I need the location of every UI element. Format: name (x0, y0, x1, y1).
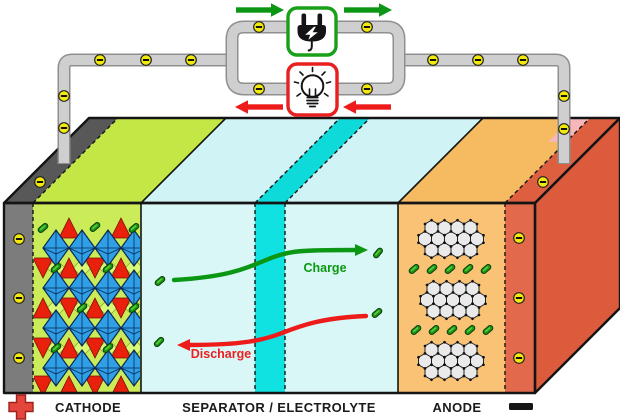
bottom-labels: CATHODE SEPARATOR / ELECTROLYTE ANODE (8, 394, 533, 420)
discharge-arrow (185, 313, 369, 348)
charge-arrowhead (355, 244, 368, 256)
light-bulb-icon (293, 66, 332, 108)
battery-top-face (4, 117, 620, 204)
power-plug-lightning-icon (297, 13, 326, 52)
charge-arrow (171, 247, 359, 283)
electrolyte-left (141, 203, 255, 393)
load-box (286, 62, 339, 117)
cathode-label: CATHODE (55, 400, 121, 415)
discharge-arrowhead (177, 339, 190, 351)
charge-current-arrow-left (236, 3, 284, 17)
discharge-current-arrow-left (235, 100, 283, 114)
charge-label: Charge (303, 261, 346, 275)
electrolyte-right (285, 203, 398, 393)
separator-membrane (255, 203, 285, 393)
charge-current-arrow-right (344, 3, 392, 17)
cathode-crystal-pattern (34, 217, 140, 392)
plus-icon (8, 394, 34, 420)
minus-icon (509, 403, 533, 410)
circuit-wires (57, 20, 571, 164)
charger-box (286, 6, 338, 57)
discharge-current-arrow-right (343, 100, 391, 114)
separator-electrolyte-label: SEPARATOR / ELECTROLYTE (182, 400, 376, 415)
battery-box (2, 116, 620, 395)
anode-label: ANODE (433, 400, 482, 415)
anode-graphite-pattern (407, 220, 495, 380)
discharge-label: Discharge (191, 347, 251, 361)
external-circuit (13, 3, 571, 364)
battery-right-face (535, 118, 620, 393)
ion-flow: Charge Discharge (152, 244, 385, 361)
